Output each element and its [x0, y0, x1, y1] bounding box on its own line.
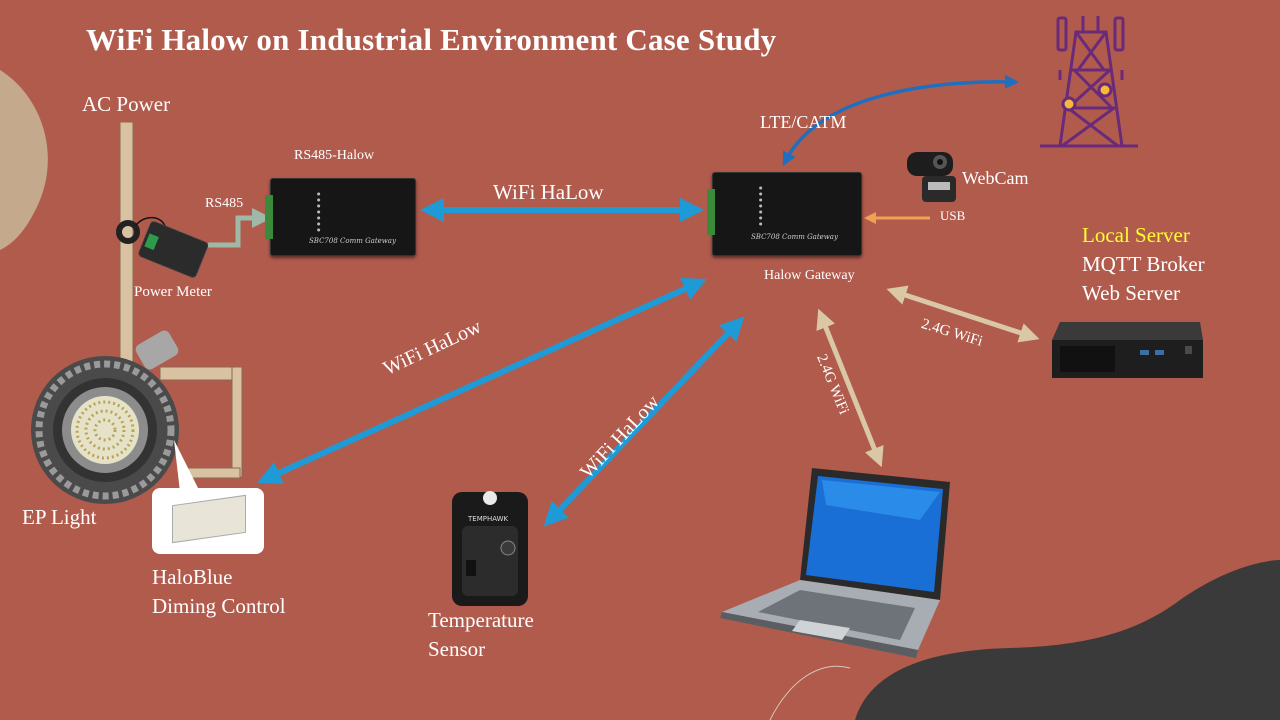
gateway-leds: ●●●●●●●: [317, 191, 321, 232]
arrow-wifi-server: [886, 285, 1040, 343]
label-ac-power: AC Power: [82, 92, 171, 116]
ep-light-icon: [31, 330, 179, 504]
arrow-lte: [782, 74, 1019, 167]
gateway-leds: ●●●●●●●: [759, 185, 763, 226]
power-meter-icon: [116, 216, 209, 278]
label-halow-gateway: Halow Gateway: [764, 268, 855, 283]
decor-blob-left: [0, 70, 48, 250]
label-haloblue-line1: HaloBlue: [152, 565, 233, 589]
label-rs485-halow: RS485-Halow: [294, 148, 375, 163]
gateway-model-text: SBC708 Comm Gateway: [751, 233, 838, 241]
callout-pointer: [174, 440, 200, 492]
label-ep-light: EP Light: [22, 505, 97, 529]
label-local-server: Local Server: [1082, 223, 1190, 247]
label-usb: USB: [940, 208, 966, 223]
label-power-meter: Power Meter: [134, 284, 212, 300]
temperature-sensor-icon: [452, 491, 528, 606]
cell-tower-icon: [1040, 16, 1138, 148]
arrow-wifi-laptop: [816, 308, 884, 468]
label-web-server: Web Server: [1082, 281, 1181, 305]
arrow-halow-mid: [543, 316, 745, 527]
label-mqtt-broker: MQTT Broker: [1082, 252, 1205, 276]
decor-blob-bottom: [855, 560, 1280, 720]
terminal-block: [707, 189, 715, 235]
label-haloblue-line2: Diming Control: [152, 594, 286, 618]
label-temphawk: TEMPHAWK: [468, 515, 509, 523]
ac-power-frame: [119, 121, 243, 479]
label-lte-catm: LTE/CATM: [760, 112, 847, 132]
terminal-block: [265, 195, 273, 239]
label-temp-line1: Temperature: [428, 608, 534, 632]
rs485-link: [208, 208, 272, 248]
webcam-icon: [907, 152, 956, 202]
label-rs485: RS485: [205, 196, 244, 211]
haloblue-device: [172, 494, 246, 544]
halow-gateway: ●●●●●●● SBC708 Comm Gateway: [707, 172, 862, 256]
link-label-halow-top: WiFi HaLow: [493, 180, 604, 204]
label-temp-line2: Sensor: [428, 637, 486, 661]
mini-pc-icon: [1052, 322, 1203, 378]
arrow-halow-left: [257, 278, 707, 484]
label-webcam: WebCam: [962, 168, 1029, 188]
rs485-halow-gateway: ●●●●●●● SBC708 Comm Gateway: [265, 178, 416, 256]
haloblue-callout: [152, 488, 264, 554]
gateway-model-text: SBC708 Comm Gateway: [309, 237, 396, 245]
decor-curve-bottom: [769, 665, 851, 720]
laptop-icon: [720, 468, 950, 658]
page-title: WiFi Halow on Industrial Environment Cas…: [86, 22, 777, 57]
